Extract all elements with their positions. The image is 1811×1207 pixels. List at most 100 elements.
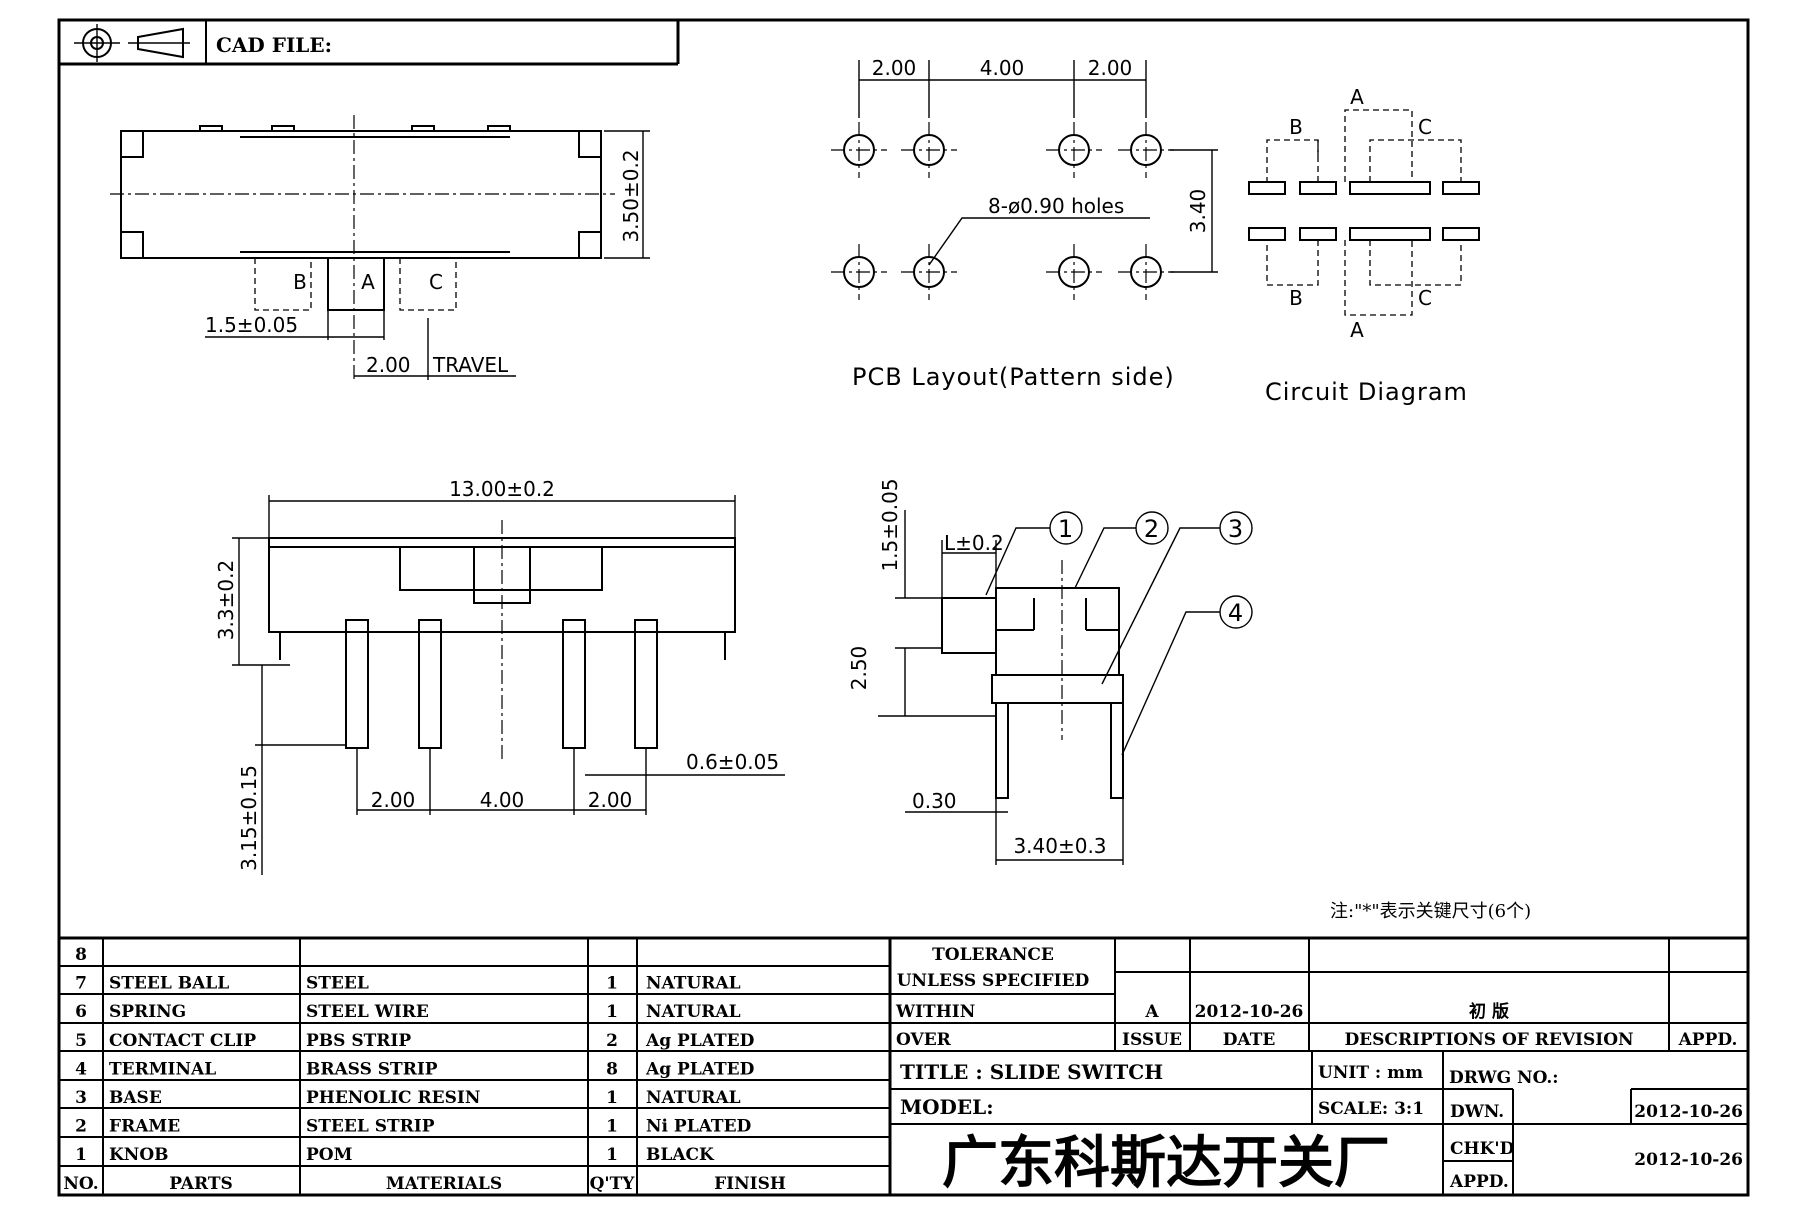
pcb-hole <box>1046 244 1102 300</box>
bom-cell-part: FRAME <box>109 1117 180 1137</box>
revision-description: 初 版 <box>1469 1001 1509 1022</box>
circuit-c-top: C <box>1418 115 1432 139</box>
approved-header: APPD. <box>1678 1030 1738 1050</box>
pcb-hole <box>1118 244 1174 300</box>
checked-date: 2012-10-26 <box>1634 1150 1743 1170</box>
bom-cell-material: PBS STRIP <box>306 1031 411 1051</box>
bom-cell-qty: 1 <box>606 1002 618 1022</box>
over-label: OVER <box>896 1030 952 1050</box>
table-row: 3 BASE PHENOLIC RESIN 1 NATURAL <box>75 1088 741 1108</box>
bom-header-no: NO. <box>63 1174 98 1194</box>
bom-cell-material: STEEL STRIP <box>306 1117 435 1137</box>
circuit-a-top: A <box>1350 85 1364 109</box>
bom-cell-no: 4 <box>75 1059 87 1079</box>
bom-cell-qty: 1 <box>606 1088 618 1108</box>
title-block <box>890 938 1748 1195</box>
bom-cell-qty: 2 <box>606 1031 618 1051</box>
circuit-diagram <box>1248 109 1480 316</box>
callout-3: 3 <box>1228 515 1244 543</box>
pcb-caption: PCB Layout(Pattern side) <box>852 363 1175 391</box>
pcb-pitch-right: 2.00 <box>1088 56 1133 80</box>
side-width-dim: 3.40±0.3 <box>1013 834 1106 858</box>
offset-dim: 1.5±0.05 <box>205 313 298 337</box>
travel-value: 2.00 <box>366 353 411 377</box>
bom-cell-material: POM <box>306 1145 353 1165</box>
pin-c-label: C <box>429 270 443 294</box>
bom-cell-finish: NATURAL <box>646 1002 741 1022</box>
sheet-border <box>57 18 1750 1197</box>
front-view <box>232 495 785 875</box>
bom-cell-no: 1 <box>75 1145 87 1165</box>
bom-cell-qty: 1 <box>606 974 618 994</box>
bom-cell-material: BRASS STRIP <box>306 1059 438 1079</box>
circuit-b-top: B <box>1289 115 1303 139</box>
bom-header-finish: FINISH <box>714 1174 786 1194</box>
pcb-layout <box>831 60 1218 300</box>
bom-cell-finish: NATURAL <box>646 1088 741 1108</box>
bom-cell-part: KNOB <box>109 1145 169 1165</box>
drawn-date: 2012-10-26 <box>1634 1102 1743 1122</box>
unit-label: UNIT : mm <box>1318 1063 1423 1083</box>
height-dim: 3.50±0.2 <box>619 149 643 242</box>
pcb-holes-note: 8-ø0.90 holes <box>988 194 1124 218</box>
front-length-dim: 13.00±0.2 <box>449 477 555 501</box>
pcb-hole <box>1118 122 1174 178</box>
bom-cell-finish: NATURAL <box>646 974 741 994</box>
bom-cell-no: 3 <box>75 1088 87 1108</box>
drawn-label: DWN. <box>1450 1102 1504 1122</box>
bom-cell-no: 6 <box>75 1002 87 1022</box>
approved-label: APPD. <box>1449 1172 1509 1192</box>
description-header: DESCRIPTIONS OF REVISION <box>1344 1030 1633 1050</box>
bom-table <box>59 936 1748 1195</box>
side-knob-length-dim: L±0.2 <box>944 531 1004 555</box>
bom-cell-material: PHENOLIC RESIN <box>306 1088 480 1108</box>
projection-symbol-icon <box>74 24 190 62</box>
table-row: 4 TERMINAL BRASS STRIP 8 Ag PLATED <box>75 1059 755 1079</box>
tolerance-label: TOLERANCE <box>932 945 1054 965</box>
bom-cell-finish: Ni PLATED <box>646 1117 752 1137</box>
drawing-number-label: DRWG NO.: <box>1449 1068 1559 1088</box>
bom-header-materials: MATERIALS <box>386 1174 502 1194</box>
pcb-row-gap: 3.40 <box>1186 189 1210 234</box>
bom-cell-part: TERMINAL <box>109 1059 216 1079</box>
checked-label: CHK'D <box>1450 1139 1515 1159</box>
bom-cell-part: BASE <box>109 1088 162 1108</box>
circuit-a-bottom: A <box>1350 318 1364 342</box>
revision-issue: A <box>1144 1002 1159 1022</box>
scale-label: SCALE: 3:1 <box>1318 1099 1424 1119</box>
table-row: 8 <box>75 945 87 965</box>
bom-cell-material: STEEL WIRE <box>306 1002 429 1022</box>
bom-cell-no: 8 <box>75 945 87 965</box>
bom-cell-part: STEEL BALL <box>109 974 229 994</box>
bom-cell-part: CONTACT CLIP <box>109 1031 256 1051</box>
model-label: MODEL: <box>900 1095 994 1119</box>
revision-date: 2012-10-26 <box>1195 1002 1304 1022</box>
front-pitch-2: 4.00 <box>480 788 525 812</box>
bom-cell-part: SPRING <box>109 1002 186 1022</box>
bom-cell-no: 2 <box>75 1117 87 1137</box>
pcb-pitch-left: 2.00 <box>872 56 917 80</box>
pcb-hole <box>901 244 957 300</box>
pin-a-label: A <box>361 270 375 294</box>
bom-cell-finish: Ag PLATED <box>645 1059 755 1079</box>
circuit-caption: Circuit Diagram <box>1265 378 1468 406</box>
front-height-dim: 3.3±0.2 <box>214 560 238 640</box>
front-pin-width-dim: 0.6±0.05 <box>686 750 779 774</box>
front-pitch-3: 2.00 <box>588 788 633 812</box>
pin-b-label: B <box>293 270 307 294</box>
drawing-title: TITLE : SLIDE SWITCH <box>900 1060 1163 1084</box>
unless-specified-label: UNLESS SPECIFIED <box>897 971 1090 991</box>
pcb-hole <box>901 122 957 178</box>
bom-cell-qty: 8 <box>606 1059 618 1079</box>
side-pin-thickness-dim: 0.30 <box>912 789 957 813</box>
callout-1: 1 <box>1058 515 1074 543</box>
front-pitch-1: 2.00 <box>371 788 416 812</box>
date-header: DATE <box>1223 1030 1276 1050</box>
side-body-height-dim: 2.50 <box>847 646 871 691</box>
bom-header-qty: Q'TY <box>590 1174 636 1194</box>
